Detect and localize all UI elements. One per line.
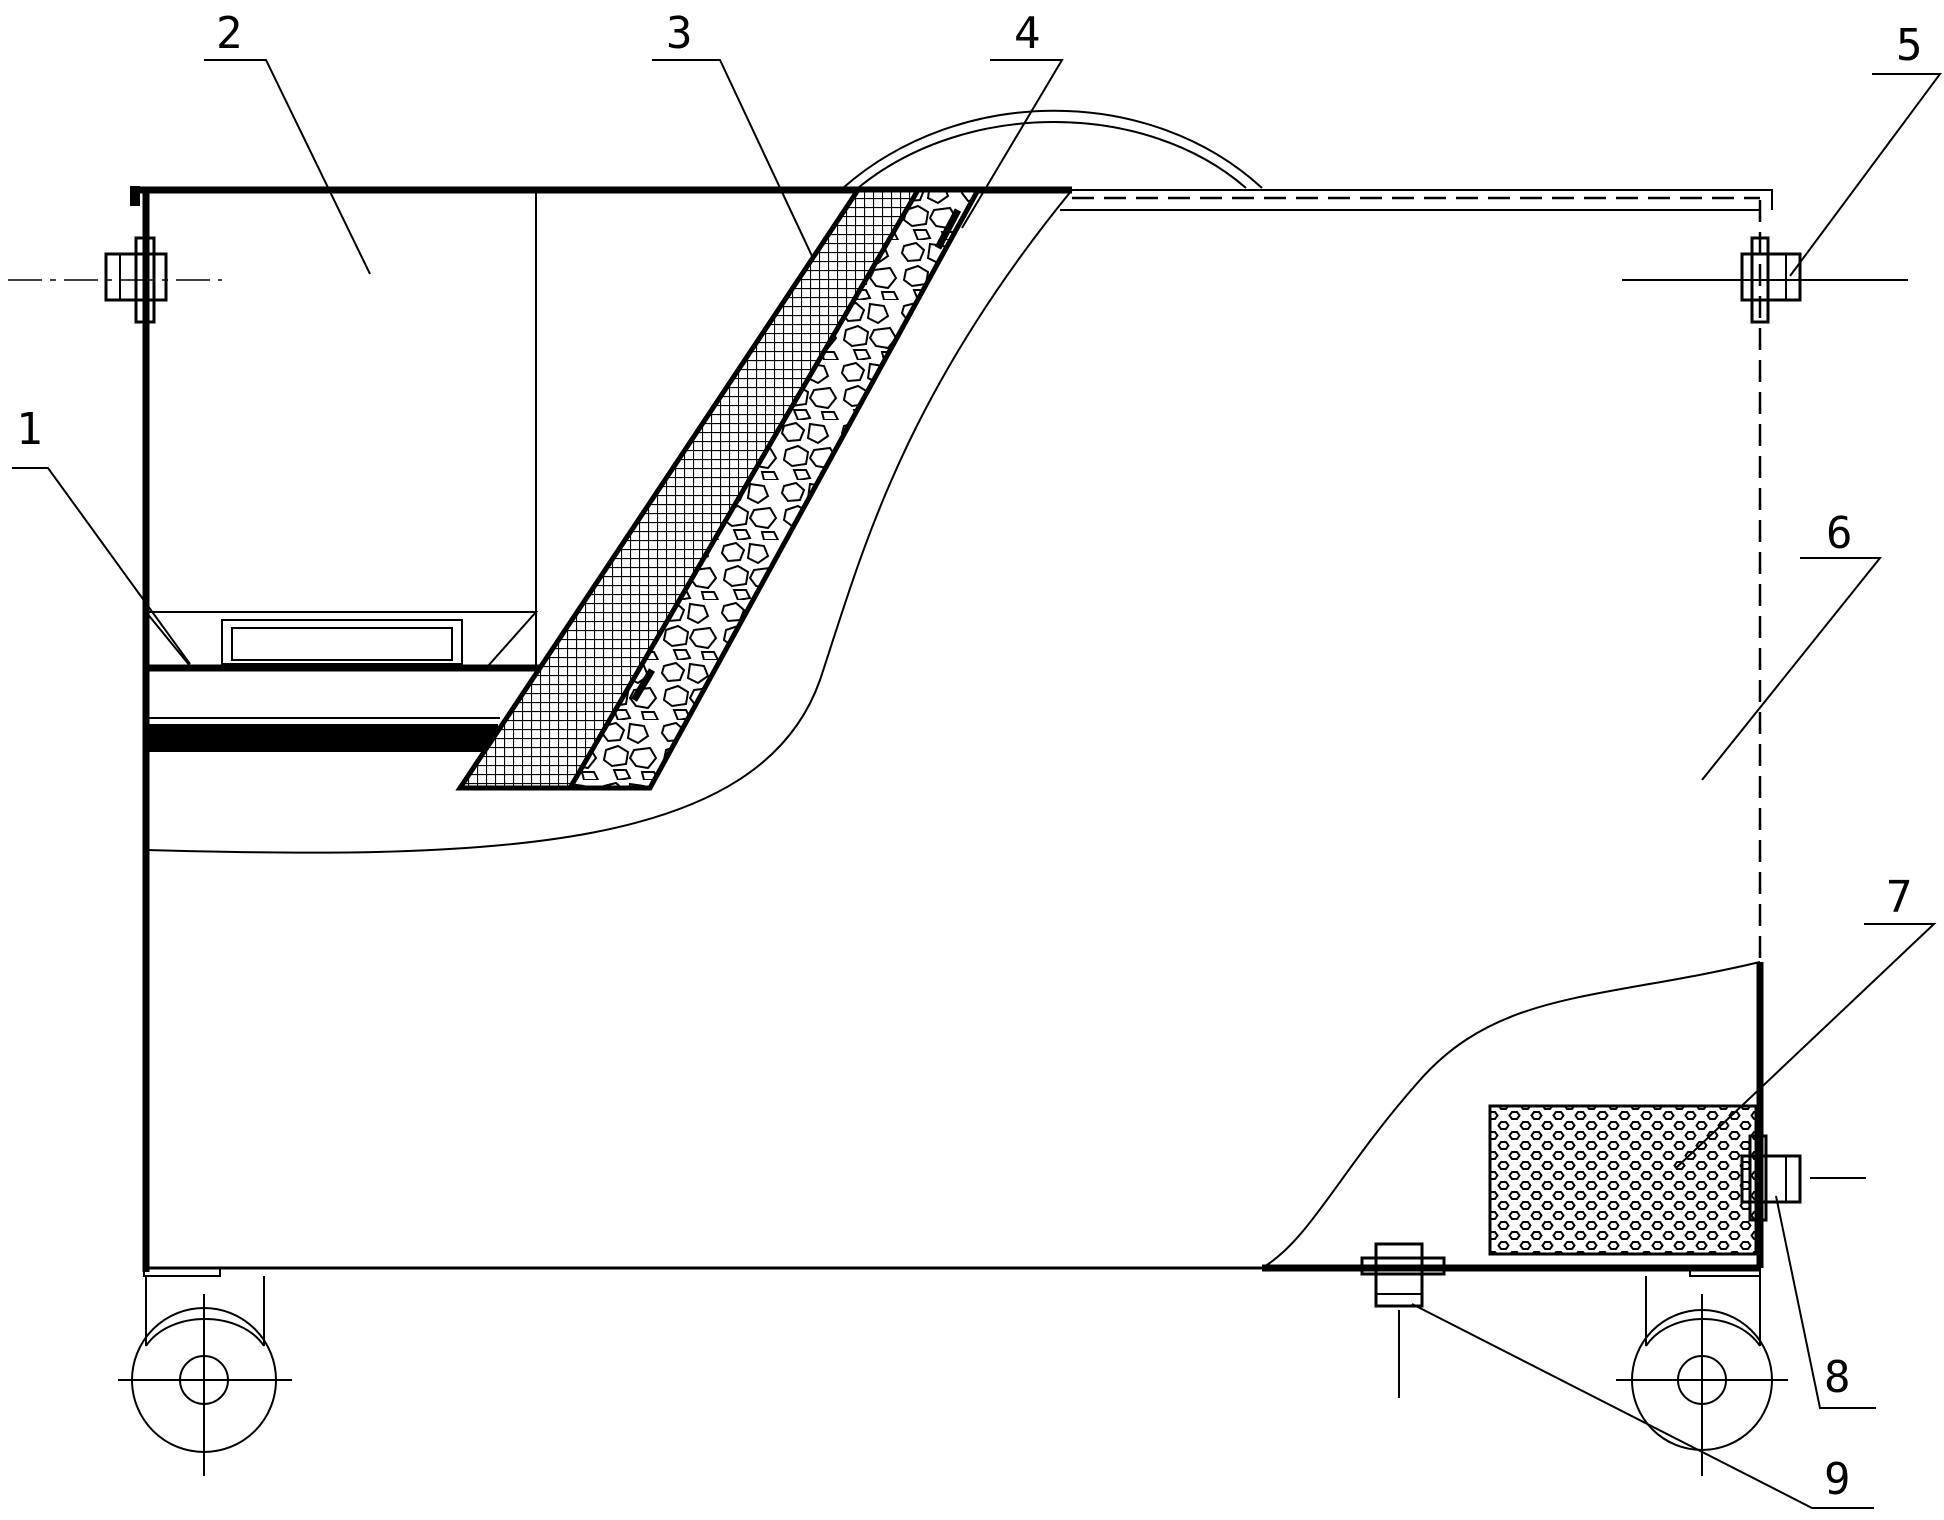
callout-7: 7 bbox=[1886, 872, 1913, 923]
callout-9: 9 bbox=[1824, 1454, 1851, 1505]
callout-4: 4 bbox=[1014, 8, 1041, 59]
cutaway-curve-upper bbox=[145, 189, 1073, 854]
filter-clip-bottom bbox=[630, 668, 656, 702]
callout-3: 3 bbox=[666, 8, 693, 59]
leader-8 bbox=[1775, 1195, 1876, 1409]
tray-thick-bar bbox=[146, 724, 498, 752]
top-cover-right bbox=[1072, 189, 1773, 210]
leader-7 bbox=[1675, 923, 1937, 1169]
leader-9 bbox=[1411, 1303, 1874, 1509]
callout-2: 2 bbox=[216, 8, 243, 59]
filter-stones bbox=[565, 187, 983, 791]
callout-5: 5 bbox=[1896, 20, 1923, 71]
cutaway-curve-lower bbox=[1261, 961, 1761, 1269]
handle-arc bbox=[842, 109, 1263, 189]
callout-6: 6 bbox=[1826, 508, 1853, 559]
handle-arc-inner bbox=[857, 121, 1247, 189]
leader-3 bbox=[652, 59, 813, 257]
callout-1: 1 bbox=[16, 404, 43, 455]
fitting-bottom-drain bbox=[1360, 1242, 1446, 1398]
fitting-right-lower bbox=[1740, 1134, 1866, 1222]
leader-6 bbox=[1701, 557, 1883, 781]
hex-filter-block bbox=[1488, 1104, 1758, 1256]
tray-window bbox=[221, 619, 463, 665]
wheel-right bbox=[1616, 1267, 1788, 1476]
top-left-tab bbox=[130, 186, 140, 206]
leader-1 bbox=[12, 467, 191, 665]
leader-2 bbox=[204, 59, 371, 275]
tray-window-inner bbox=[231, 627, 453, 661]
leader-5 bbox=[1789, 73, 1942, 277]
fitting-top-right bbox=[1622, 236, 1908, 324]
leader-4 bbox=[961, 59, 1064, 229]
fitting-top-left bbox=[8, 236, 222, 324]
callout-8: 8 bbox=[1824, 1352, 1851, 1403]
wheel-left bbox=[118, 1267, 292, 1476]
filter-clip-top bbox=[934, 208, 962, 250]
